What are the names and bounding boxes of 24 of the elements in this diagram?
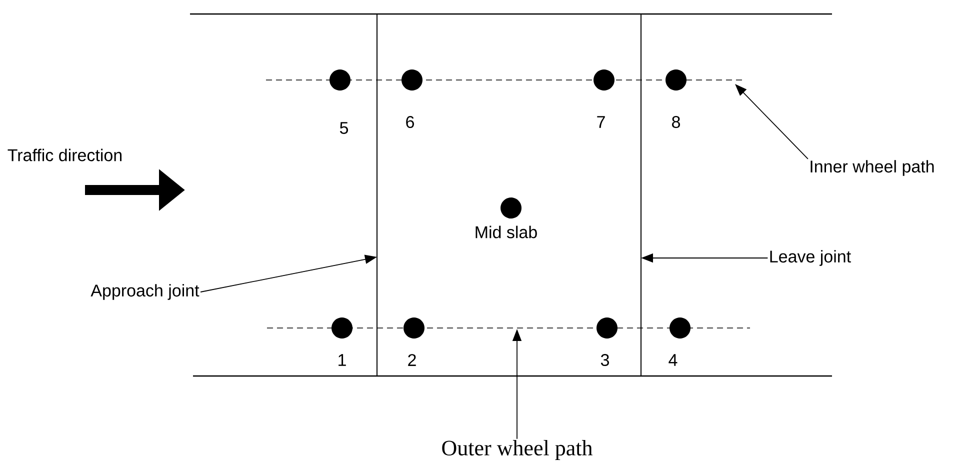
point-number: 7 <box>597 116 605 128</box>
point-number: 3 <box>600 354 609 366</box>
measurement-point <box>332 318 352 338</box>
measurement-point <box>596 318 618 338</box>
point-number: 5 <box>340 122 348 134</box>
point-label: Mid slab <box>476 226 537 238</box>
point-number: 6 <box>406 116 414 128</box>
point-number: 2 <box>408 354 416 366</box>
label-text: Traffic direction <box>8 148 122 162</box>
point-number: 8 <box>672 116 680 128</box>
measurement-point <box>402 70 422 90</box>
measurement-point <box>594 70 614 90</box>
measurement-point <box>670 318 690 338</box>
point-number: 4 <box>668 354 678 366</box>
label-text: Outer wheel path <box>442 440 592 460</box>
measurement-point <box>404 318 424 338</box>
leader-line <box>735 84 808 160</box>
label-text: Inner wheel path <box>810 160 934 176</box>
measurement-point <box>500 198 522 218</box>
label-text: Leave joint <box>770 250 851 266</box>
point-number: 1 <box>338 354 346 366</box>
measurement-point <box>330 70 350 90</box>
measurement-point <box>666 70 686 90</box>
label-text: Approach joint <box>90 284 200 300</box>
